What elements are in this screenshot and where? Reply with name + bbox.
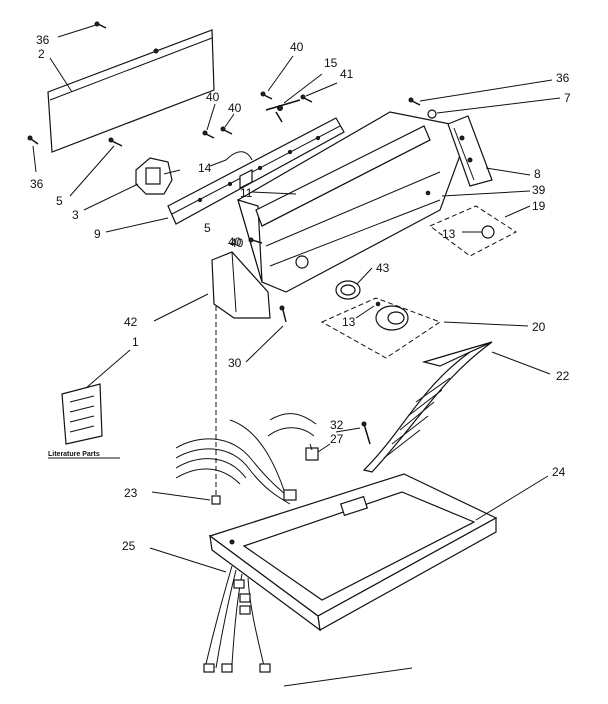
- callout-25: 25: [122, 539, 136, 553]
- screw-part-30: [279, 305, 287, 323]
- end-cap-part-42: [211, 251, 271, 319]
- screw-part-36c: [408, 97, 421, 106]
- callout-labels: 36 2 36 5 3 9 40 40 14 5 40 11 40 15 41 …: [30, 33, 571, 553]
- callout-8: 8: [534, 167, 541, 181]
- callout-13: 13: [342, 315, 356, 329]
- literature-parts-label: Literature Parts: [48, 451, 100, 458]
- screw-part-36b: [27, 135, 39, 145]
- callout-43: 43: [376, 261, 390, 275]
- callout-1: 1: [132, 335, 139, 349]
- screw-part-40d: [260, 91, 273, 100]
- console-housing-part-11: [237, 111, 471, 293]
- callout-19: 19: [532, 199, 546, 213]
- callout-7: 7: [564, 91, 571, 105]
- pin-part-15: [265, 99, 301, 123]
- screw-part-40a: [202, 130, 215, 139]
- knob-group-part-19: [429, 205, 517, 257]
- grille-part-22: [362, 341, 493, 473]
- control-bracket-part-9: [167, 117, 345, 225]
- trim-panel-part-2: [47, 29, 215, 153]
- clip-part-23: [211, 495, 221, 505]
- callout-22: 22: [556, 369, 570, 383]
- callout-24: 24: [552, 465, 566, 479]
- callout-14: 14: [198, 161, 212, 175]
- wire-harness: [175, 413, 317, 505]
- screw-part-41: [300, 94, 313, 103]
- component-part-3: [135, 157, 181, 195]
- end-bracket-part-8: [447, 115, 493, 187]
- switch-part-27: [305, 443, 319, 461]
- callout-40: 40: [230, 236, 244, 250]
- wire-harness-part-25: [203, 565, 271, 673]
- callout-42: 42: [124, 315, 138, 329]
- callout-9: 9: [94, 227, 101, 241]
- literature-part-1: [61, 383, 103, 445]
- callout-36: 36: [556, 71, 570, 85]
- callout-40: 40: [228, 101, 242, 115]
- sensor-part-32: [361, 421, 371, 445]
- callout-27: 27: [330, 432, 344, 446]
- callout-13: 13: [442, 227, 456, 241]
- callout-39: 39: [532, 183, 546, 197]
- screw-part-5a: [108, 137, 123, 147]
- screw-part-40e: [248, 237, 263, 244]
- nut-part-7: [427, 109, 437, 119]
- callout-5: 5: [204, 221, 211, 235]
- callout-40: 40: [228, 235, 242, 249]
- callout-40: 40: [206, 90, 220, 104]
- callout-5: 5: [56, 194, 63, 208]
- top-panel-part-24: [208, 473, 498, 632]
- knob-group-part-20: [320, 297, 442, 359]
- callout-36: 36: [36, 33, 50, 47]
- callout-40: 40: [290, 40, 304, 54]
- screw-part-40b: [220, 126, 233, 135]
- callout-3: 3: [72, 208, 79, 222]
- callout-11: 11: [240, 186, 253, 200]
- callout-32: 32: [330, 418, 344, 432]
- screw-part-36a: [94, 21, 107, 29]
- callout-41: 41: [340, 67, 354, 81]
- callout-20: 20: [532, 320, 546, 334]
- ring-part-43: [335, 280, 361, 300]
- callout-36: 36: [30, 177, 44, 191]
- callout-2: 2: [38, 47, 45, 61]
- callout-30: 30: [228, 356, 242, 370]
- callout-15: 15: [324, 56, 338, 70]
- callout-23: 23: [124, 486, 138, 500]
- wire-part-14: [225, 151, 253, 161]
